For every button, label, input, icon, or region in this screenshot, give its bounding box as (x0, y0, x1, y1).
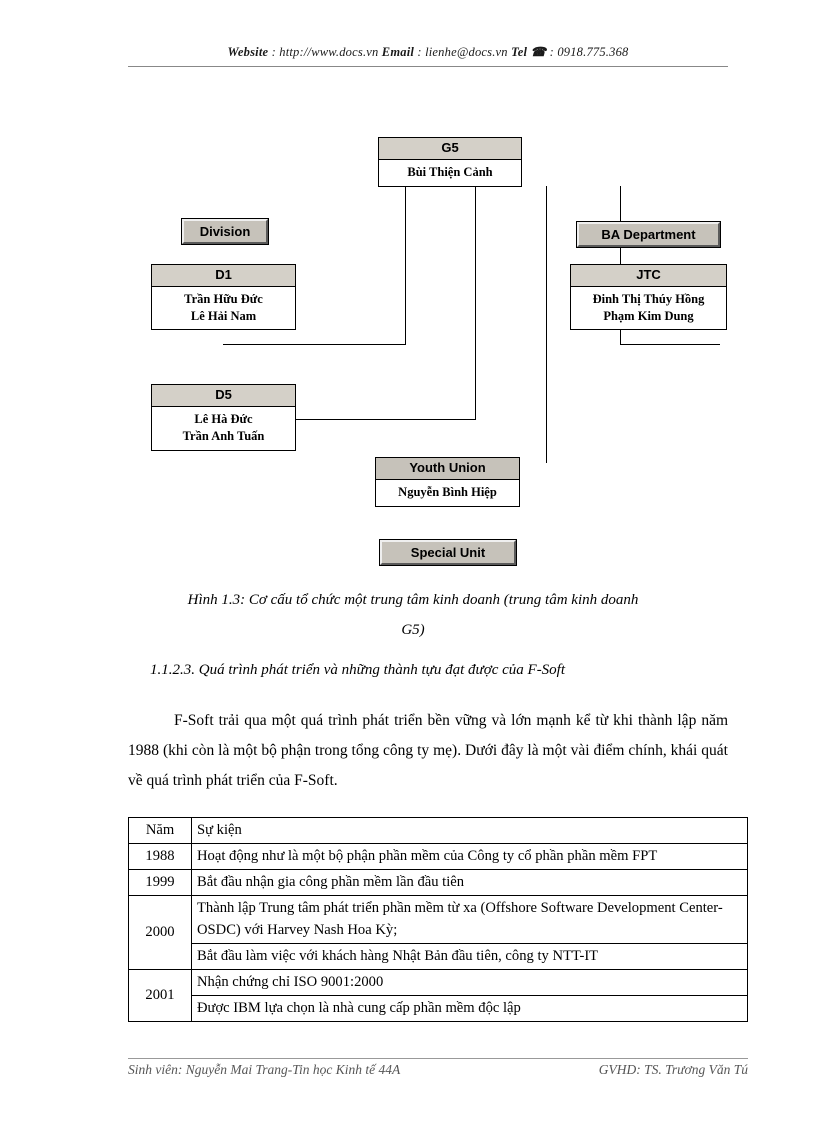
table-row: Được IBM lựa chọn là nhà cung cấp phần m… (129, 995, 748, 1022)
footer-divider (128, 1058, 748, 1059)
table-cell-event: Hoạt động như là một bộ phận phần mềm củ… (191, 843, 748, 870)
page-footer: Sinh viên: Nguyễn Mai Trang-Tin học Kinh… (128, 1058, 748, 1078)
header-contact-line: Website : http://www.docs.vn Email : lie… (128, 44, 728, 60)
footer-student-info: Sinh viên: Nguyễn Mai Trang-Tin học Kinh… (128, 1062, 401, 1077)
table-cell-year: 1988 (128, 843, 192, 870)
telephone-icon: ☎ (530, 45, 547, 59)
header-email-value: : lienhe@docs.vn (417, 45, 508, 59)
connector-g5-to-d1-horizontal (223, 344, 406, 345)
table-cell-event: Thành lập Trung tâm phát triển phần mềm … (191, 895, 748, 944)
org-node-youth-union-body: Nguyễn Bình Hiệp (376, 480, 519, 506)
header-email-label: Email (381, 45, 415, 59)
org-node-d1-body: Trần Hữu Đức Lê Hải Nam (152, 287, 295, 330)
table-cell-year: 2000 (128, 895, 192, 970)
org-tag-division[interactable]: Division (181, 218, 269, 245)
header-website-label: Website (227, 45, 269, 59)
connector-g5-to-d5-vertical (475, 186, 476, 419)
footer-row: Sinh viên: Nguyễn Mai Trang-Tin học Kinh… (128, 1062, 748, 1078)
org-node-g5-member-0: Bùi Thiện Cảnh (407, 165, 493, 179)
org-node-youth-union-member-0: Nguyễn Bình Hiệp (398, 485, 497, 499)
org-chart: G5 Bùi Thiện Cảnh Division BA Department… (0, 120, 816, 570)
org-node-jtc-title: JTC (571, 265, 726, 287)
body-paragraph: F-Soft trải qua một quá trình phát triển… (128, 712, 728, 789)
org-node-jtc-member-1: Phạm Kim Dung (603, 309, 694, 323)
footer-advisor-info: GVHD: TS. Trương Văn Tú (598, 1062, 748, 1077)
table-cell-event: Nhận chứng chỉ ISO 9001:2000 (191, 969, 748, 996)
table-cell-event: Được IBM lựa chọn là nhà cung cấp phần m… (191, 995, 748, 1022)
org-tag-ba-department[interactable]: BA Department (576, 221, 721, 248)
org-node-d5-member-0: Lê Hà Đức (194, 412, 253, 426)
figure-caption-line-2: G5) (401, 622, 425, 638)
table-header-event: Sự kiện (191, 817, 748, 844)
table-row: 2001 Nhận chứng chỉ ISO 9001:2000 (128, 969, 748, 1022)
org-node-d1-title: D1 (152, 265, 295, 287)
milestones-table: Năm Sự kiện 1988 Hoạt động như là một bộ… (128, 817, 748, 1022)
org-node-d1-member-0: Trần Hữu Đức (184, 292, 263, 306)
org-node-youth-union[interactable]: Youth Union Nguyễn Bình Hiệp (375, 457, 520, 507)
header-tel-value: : 0918.775.368 (549, 45, 629, 59)
org-node-jtc[interactable]: JTC Đinh Thị Thúy Hồng Phạm Kim Dung (570, 264, 727, 330)
table-cell-event: Bắt đầu làm việc với khách hàng Nhật Bản… (191, 943, 748, 970)
connector-g5-to-d1-vertical (405, 186, 406, 344)
table-cell-event: Bắt đầu nhận gia công phần mềm lần đầu t… (191, 869, 748, 896)
figure-caption-line-1: Hình 1.3: Cơ cấu tổ chức một trung tâm k… (187, 592, 639, 608)
org-node-youth-union-title: Youth Union (376, 458, 519, 480)
connector-g5-to-youth-union-vertical (546, 186, 547, 463)
page-header: Website : http://www.docs.vn Email : lie… (128, 44, 728, 67)
org-tag-special-unit[interactable]: Special Unit (379, 539, 517, 566)
header-website-value: : http://www.docs.vn (271, 45, 379, 59)
org-node-d5[interactable]: D5 Lê Hà Đức Trần Anh Tuấn (151, 384, 296, 451)
table-row: 1988 Hoạt động như là một bộ phận phần m… (128, 843, 748, 870)
org-node-d5-title: D5 (152, 385, 295, 407)
org-node-d1-member-1: Lê Hải Nam (190, 309, 257, 323)
table-cell-year: 1999 (128, 869, 192, 896)
org-node-g5[interactable]: G5 Bùi Thiện Cảnh (378, 137, 522, 187)
header-tel-label: Tel (511, 45, 528, 59)
org-node-g5-title: G5 (379, 138, 521, 160)
org-node-jtc-body: Đinh Thị Thúy Hồng Phạm Kim Dung (571, 287, 726, 330)
table-cell-year: 2001 (128, 969, 192, 1022)
table-row: 2000 Thành lập Trung tâm phát triển phần… (128, 895, 748, 970)
table-header-year: Năm (128, 817, 192, 844)
section-heading: 1.1.2.3. Quá trình phát triển và những t… (150, 662, 566, 678)
org-node-jtc-member-0: Đinh Thị Thúy Hồng (592, 292, 705, 306)
table-row: 1999 Bắt đầu nhận gia công phần mềm lần … (128, 869, 748, 896)
table-row: Bắt đầu làm việc với khách hàng Nhật Bản… (129, 943, 748, 970)
table-header-row: Năm Sự kiện (128, 817, 748, 844)
org-node-d5-member-1: Trần Anh Tuấn (182, 429, 265, 443)
connector-g5-to-d5-horizontal (223, 419, 476, 420)
org-node-g5-body: Bùi Thiện Cảnh (379, 160, 521, 186)
figure-caption: Hình 1.3: Cơ cấu tổ chức một trung tâm k… (128, 585, 698, 645)
header-divider (128, 66, 728, 67)
org-node-d5-body: Lê Hà Đức Trần Anh Tuấn (152, 407, 295, 450)
org-node-d1[interactable]: D1 Trần Hữu Đức Lê Hải Nam (151, 264, 296, 330)
connector-g5-to-jtc-horizontal (620, 344, 720, 345)
